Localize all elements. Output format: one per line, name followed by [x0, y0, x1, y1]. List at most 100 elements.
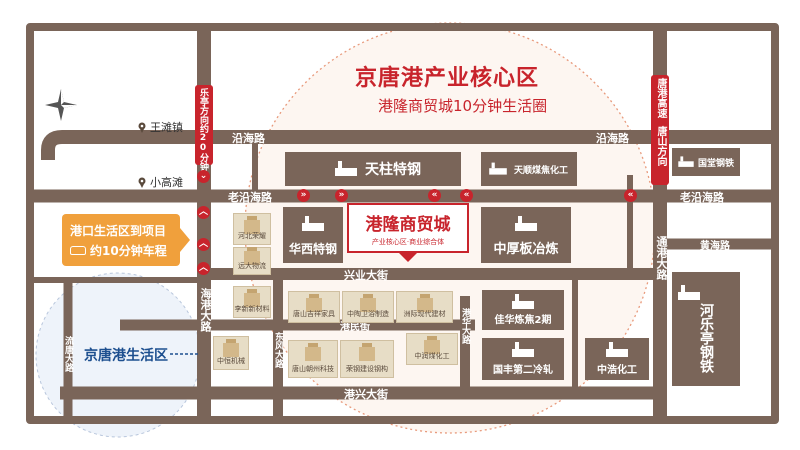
block-guotang-label: 国堂钢铁 — [697, 158, 734, 169]
block-huaxi-label: 华西特钢 — [288, 242, 337, 256]
block-zhongtaoweiyu: 中陶卫浴制造 — [342, 291, 394, 323]
block-yuandalogistics-label: 远大物流 — [238, 262, 266, 270]
chevron-left-icon: « — [428, 189, 441, 202]
tangshan-direction-label: 唐山方向 — [655, 126, 666, 166]
chevron-up-icon: ︿ — [197, 262, 210, 275]
factory-icon — [302, 216, 324, 231]
block-zhoudajiancai: 洲际现代建材 — [396, 291, 453, 323]
huanghai-road-label: 黄海路 — [700, 241, 730, 252]
tanggang-highway-strip — [651, 75, 669, 185]
block-zhonghou: 中厚板冶炼 — [481, 207, 571, 263]
chevron-left-icon: « — [460, 189, 473, 202]
block-leting-steel: 河乐亭钢铁 — [672, 272, 740, 386]
yanhai-road-left — [41, 130, 665, 160]
building-icon — [305, 343, 321, 361]
dongfeng-road-label: 东风大路 — [273, 332, 283, 368]
wangtanzhen-pin-icon — [138, 122, 146, 133]
haigang-road-label: 海港大路 — [199, 288, 212, 332]
block-hebeiannong: 河北荣耀 — [233, 213, 271, 245]
block-zhongheng-label: 中恒机械 — [217, 357, 245, 365]
leting-route-strip — [195, 85, 213, 165]
center-project-tagline: 产业核心区·商业综合体 — [371, 238, 445, 246]
block-yuandalogistics: 远大物流 — [233, 247, 271, 275]
chevron-right-icon: » — [335, 189, 348, 202]
building-icon — [244, 247, 260, 265]
block-tangshanjiaju-label: 唐山吉祥家具 — [293, 310, 335, 318]
factory-icon — [678, 285, 700, 300]
map-title: 京唐港产业核心区 — [355, 66, 540, 91]
yanhai-road-right-label: 沿海路 — [596, 132, 629, 145]
gangjia-road-label: 港华大路 — [460, 308, 470, 344]
block-tianzhu-label: 天柱特钢 — [365, 162, 421, 178]
block-tianshun: 天顺煤焦化工 — [481, 152, 577, 186]
building-icon — [244, 289, 260, 307]
xingye-street-label: 兴业大街 — [344, 269, 388, 282]
liutang-road-label: 流唐大路 — [63, 336, 73, 372]
leting-route-label: 乐亭方向约20分钟 — [198, 88, 208, 171]
living-area-label: 京唐港生活区 — [84, 348, 168, 364]
chevron-up-icon: ︿ — [197, 206, 210, 219]
building-icon — [424, 336, 440, 354]
factory-icon — [489, 162, 507, 175]
car-icon — [70, 246, 86, 255]
tanggang-highway-label: 唐港高速 — [655, 78, 666, 118]
block-lixinnewmaterial: 李新新材料 — [233, 286, 271, 318]
block-tangshanzhangzhou: 唐山朝州科技 — [288, 340, 338, 378]
chevron-up-icon: ︿ — [197, 238, 210, 251]
block-zhongtaoweiyu-label: 中陶卫浴制造 — [347, 310, 389, 318]
chevron-left-icon: « — [624, 189, 637, 202]
block-tianzhu: 天柱特钢 — [285, 152, 461, 186]
lao-yanhai-road-left-label: 老沿海路 — [228, 191, 272, 204]
factory-icon — [512, 294, 534, 309]
block-zhongrunmeihua: 中润煤化工 — [406, 333, 458, 365]
block-guotang: 国堂钢铁 — [672, 148, 740, 176]
chevron-down-icon: ⌄ — [197, 170, 210, 183]
map-subtitle: 港隆商贸城10分钟生活圈 — [378, 97, 548, 115]
block-zhonghou-label: 中厚板冶炼 — [493, 242, 559, 257]
block-jiahua-label: 佳华炼焦2期 — [494, 315, 552, 326]
gangmin-street-label: 港民街 — [340, 322, 370, 333]
callout-line1: 港口生活区到项目 — [70, 224, 167, 238]
block-huaxi: 华西特钢 — [283, 207, 343, 263]
tonggang-road-label: 通港大路 — [655, 236, 668, 280]
center-pointer — [398, 252, 418, 262]
chevron-right-icon: » — [297, 189, 310, 202]
building-icon — [306, 294, 322, 312]
factory-icon — [335, 161, 357, 176]
building-icon — [223, 339, 239, 357]
factory-icon — [515, 216, 537, 231]
center-project-box[interactable]: 港隆商贸城 产业核心区·商业综合体 — [347, 203, 469, 253]
xiaogaotan-label: 小高滩 — [150, 176, 183, 189]
wangtanzhen-label: 王滩镇 — [150, 121, 183, 134]
factory-icon — [512, 342, 534, 357]
compass-icon — [45, 89, 77, 121]
block-guofeng-label: 国丰第二冷轧 — [493, 365, 553, 376]
block-tianshun-label: 天顺煤焦化工 — [513, 165, 568, 176]
block-rongtejiangang: 荣钢建设钢构 — [340, 340, 394, 378]
block-tangshanjiaju: 唐山吉祥家具 — [288, 291, 340, 323]
block-hebeiannong-label: 河北荣耀 — [238, 232, 266, 240]
block-zhongrunmeihua-label: 中润煤化工 — [414, 352, 450, 360]
yanhai-road-left-label: 沿海路 — [232, 132, 265, 145]
block-jiahua: 佳华炼焦2期 — [482, 290, 564, 330]
callout-pointer — [180, 228, 190, 252]
block-rongtejiangang-label: 荣钢建设钢构 — [346, 365, 388, 373]
block-leting-steel-label: 河乐亭钢铁 — [698, 303, 714, 373]
building-icon — [360, 294, 376, 312]
building-icon — [244, 216, 260, 234]
gangxing-street-label: 港兴大街 — [344, 388, 388, 401]
block-zhongheng: 中恒机械 — [213, 336, 249, 370]
block-lixinnewmaterial-label: 李新新材料 — [234, 305, 270, 313]
factory-icon — [606, 342, 628, 357]
block-zhoudajiancai-label: 洲际现代建材 — [403, 310, 446, 318]
outer-frame-road — [26, 23, 779, 424]
callout-line2: 约10分钟车程 — [90, 244, 167, 258]
block-guofeng: 国丰第二冷轧 — [482, 338, 564, 380]
building-icon — [359, 343, 375, 361]
building-icon — [416, 294, 433, 312]
block-zhonghao-label: 中浩化工 — [597, 365, 637, 376]
xiaogaotan-pin-icon — [138, 177, 146, 188]
block-zhonghao: 中浩化工 — [585, 338, 649, 380]
